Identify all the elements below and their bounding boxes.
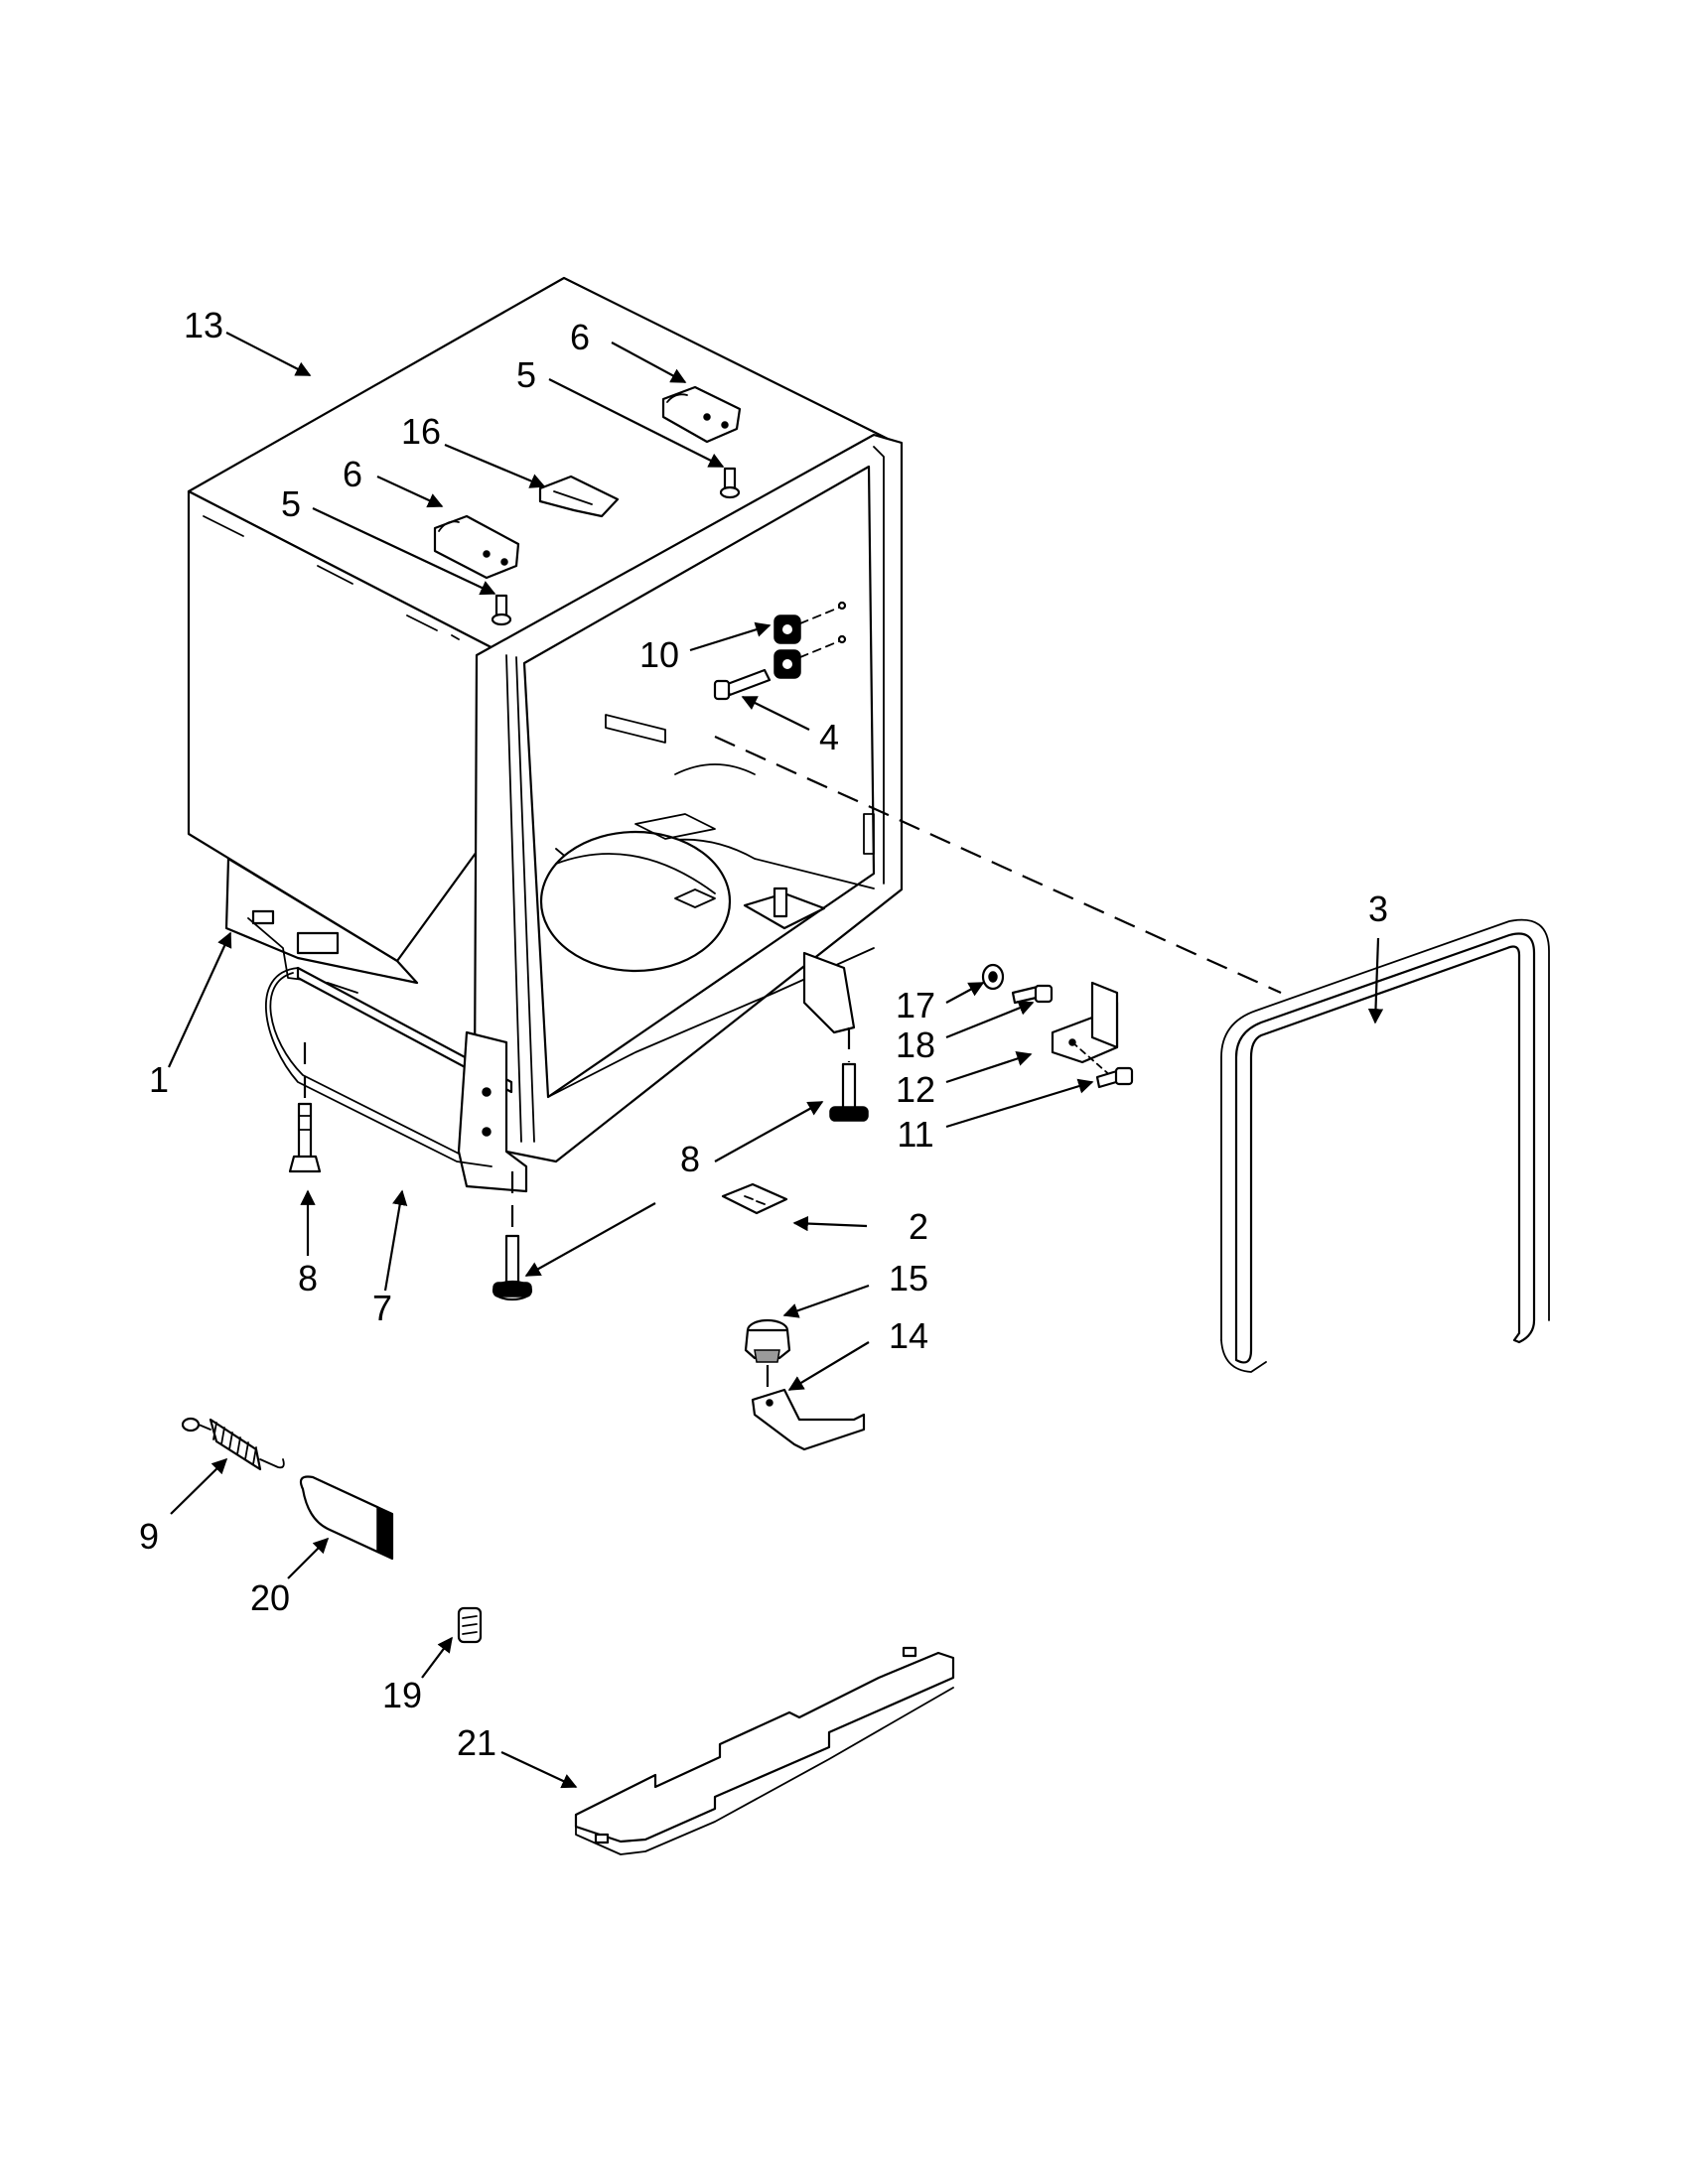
rack-guide [774, 601, 847, 679]
callout-6-upper: 6 [570, 317, 590, 357]
callout-18: 18 [896, 1024, 935, 1065]
screw-upper [719, 467, 741, 499]
callout-14: 14 [889, 1315, 928, 1356]
thermostat [744, 1318, 791, 1398]
callout-21: 21 [457, 1722, 496, 1763]
screw-lower [491, 594, 512, 626]
callout-9: 9 [139, 1516, 159, 1557]
callout-3: 3 [1368, 888, 1388, 929]
door-spring [181, 1417, 285, 1471]
grommet [981, 963, 1005, 991]
callout-10: 10 [639, 634, 679, 675]
callout-12: 12 [896, 1069, 935, 1110]
callout-8-left: 8 [298, 1258, 318, 1298]
bracket-screw-upper [1011, 984, 1054, 1005]
bracket-screw-lower [1095, 1066, 1134, 1089]
mounting-bracket [1051, 981, 1119, 1078]
wire-harness [265, 967, 492, 1167]
insulation-pad [721, 1182, 788, 1215]
tub-assembly [187, 276, 904, 1163]
guide-screw [713, 668, 772, 701]
callout-7: 7 [372, 1288, 392, 1328]
assembly-dashed-line [714, 735, 1282, 995]
callout-15: 15 [889, 1258, 928, 1298]
callout-16: 16 [401, 411, 441, 452]
callout-17: 17 [896, 985, 935, 1025]
callout-6-lower: 6 [343, 454, 362, 494]
small-clip [457, 1606, 483, 1644]
leader-lines [168, 332, 1384, 1789]
door-gasket [1220, 918, 1550, 1373]
base-frame [224, 857, 856, 1193]
rail-bracket-lower [433, 514, 520, 580]
callout-19: 19 [382, 1675, 422, 1715]
callout-5-lower: 5 [281, 483, 301, 524]
base-plate [574, 1646, 955, 1855]
leveling-leg-rear [829, 1027, 869, 1122]
callout-labels: 13 6 5 16 6 5 10 4 3 1 17 18 12 11 8 2 8… [139, 305, 1388, 1763]
callout-11: 11 [897, 1114, 933, 1155]
callout-2: 2 [909, 1206, 928, 1247]
leveling-leg-front-left [288, 1042, 322, 1173]
callout-1: 1 [149, 1059, 169, 1100]
spring-cover [299, 1475, 394, 1561]
callout-4: 4 [819, 717, 839, 757]
tub-clip [538, 475, 620, 518]
leveling-leg-front-right [492, 1171, 533, 1301]
callout-13: 13 [184, 305, 223, 345]
callout-5-upper: 5 [516, 354, 536, 395]
thermostat-bracket [751, 1388, 866, 1451]
callout-8-center: 8 [680, 1139, 700, 1179]
callout-20: 20 [250, 1577, 290, 1618]
rail-bracket-upper [661, 385, 742, 444]
